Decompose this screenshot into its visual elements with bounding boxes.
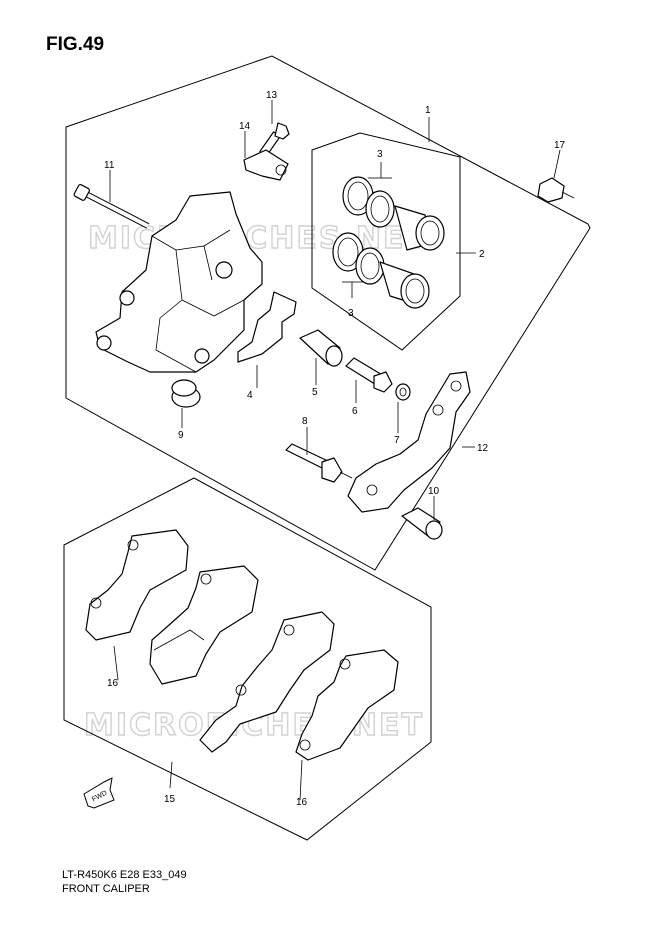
sleeve: [299, 329, 343, 367]
figure-caption: FRONT CALIPER: [62, 883, 150, 895]
bleeder-cap: [243, 149, 289, 181]
callout-7: 7: [394, 435, 400, 446]
callout-5: 5: [312, 387, 318, 398]
boot: [171, 379, 201, 408]
callout-14: 14: [239, 121, 251, 132]
pad-spring: [237, 291, 297, 363]
callout-16-left: 16: [107, 678, 119, 689]
callout-1: 1: [425, 105, 431, 116]
figure-title: FIG.49: [46, 34, 105, 55]
callout-12: 12: [477, 443, 489, 454]
caliper-bracket: [347, 371, 471, 513]
callout-6: 6: [352, 406, 358, 417]
caliper-body: [95, 191, 263, 373]
brake-pad-2: [149, 565, 259, 685]
callout-10: 10: [428, 486, 440, 497]
piston-seals: [332, 176, 395, 285]
slide-pin: [345, 357, 393, 393]
callout-16-right: 16: [296, 797, 308, 808]
model-code: LT-R450K6 E28 E33_049: [62, 869, 187, 881]
bushing: [401, 507, 443, 540]
callout-3-upper: 3: [377, 149, 383, 160]
callout-8: 8: [302, 416, 308, 427]
pad-set-frame: [63, 477, 432, 841]
callout-11: 11: [104, 160, 115, 171]
bolt: [285, 443, 353, 483]
brake-pad-1: [85, 529, 189, 641]
brake-pad-3: [199, 611, 335, 753]
callout-3-lower: 3: [348, 308, 354, 319]
callout-2: 2: [479, 249, 485, 260]
brake-pad-4: [295, 649, 399, 761]
piston-set-frame: [311, 132, 461, 351]
callout-15: 15: [164, 794, 176, 805]
pin-bolt: [73, 183, 150, 229]
callout-17: 17: [554, 140, 566, 151]
caliper-assembly-frame: [65, 55, 591, 571]
pistons: [379, 205, 445, 309]
callout-9: 9: [178, 430, 184, 441]
callout-4: 4: [247, 390, 253, 401]
washer: [395, 383, 411, 401]
leader-lines: [109, 100, 561, 801]
mounting-bolt: [537, 177, 575, 203]
forward-direction-marker: FWD: [83, 777, 115, 809]
callout-13: 13: [266, 90, 278, 101]
